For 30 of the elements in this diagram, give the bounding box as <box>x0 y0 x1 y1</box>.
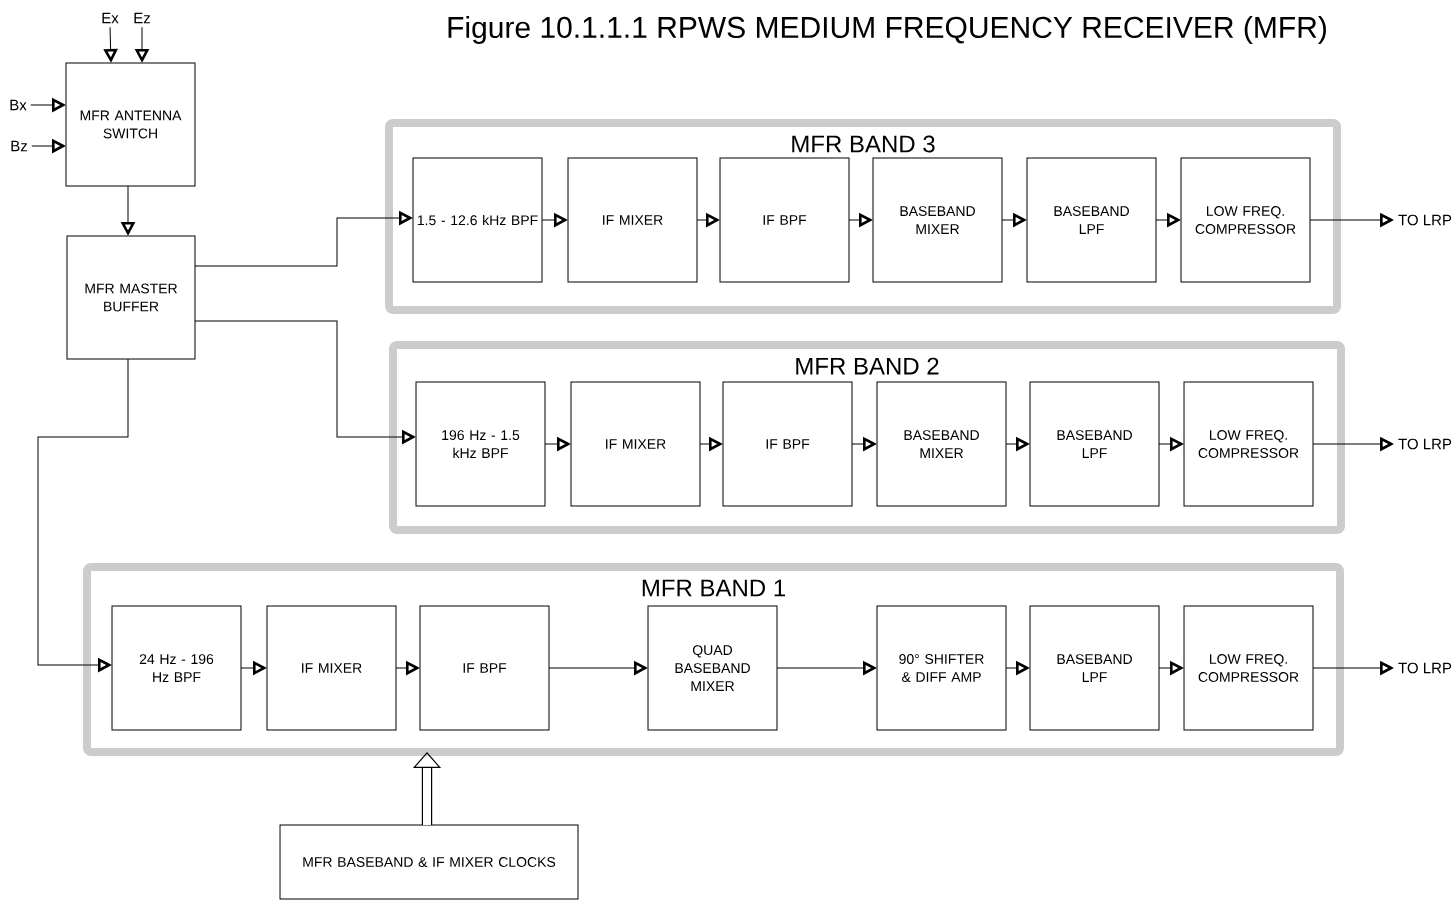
signal-label: Ex <box>102 12 119 24</box>
block-box: QUAD BASEBAND MIXER <box>647 605 778 731</box>
block-box: BASEBAND LPF <box>1029 605 1160 731</box>
block-box: BASEBAND LPF <box>1029 381 1160 507</box>
signal-label: Bx <box>10 99 27 111</box>
block-box: 1.5 - 12.6 kHz BPF <box>412 157 543 283</box>
block-box: IF MIXER <box>266 605 397 731</box>
signal-label: Ez <box>134 12 150 24</box>
block-box: IF MIXER <box>570 381 701 507</box>
block-box: LOW FREQ. COMPRESSOR <box>1183 381 1314 507</box>
block-box: MFR ANTENNA SWITCH <box>65 62 196 187</box>
block-box: 90° SHIFTER & DIFF AMP <box>876 605 1007 731</box>
block-box: 196 Hz - 1.5 kHz BPF <box>415 381 546 507</box>
signal-label: TO LRP <box>1398 662 1452 674</box>
block-box: BASEBAND MIXER <box>872 157 1003 283</box>
block-box: IF BPF <box>722 381 853 507</box>
signal-label: TO LRP <box>1398 438 1452 450</box>
block-box: IF BPF <box>419 605 550 731</box>
block-box: MFR BASEBAND & IF MIXER CLOCKS <box>279 824 579 900</box>
block-box: MFR MASTER BUFFER <box>66 235 196 360</box>
block-box: IF MIXER <box>567 157 698 283</box>
block-box: LOW FREQ. COMPRESSOR <box>1183 605 1314 731</box>
block-box: IF BPF <box>719 157 850 283</box>
block-box: 24 Hz - 196 Hz BPF <box>111 605 242 731</box>
block-box: LOW FREQ. COMPRESSOR <box>1180 157 1311 283</box>
figure-title: Figure 10.1.1.1 RPWS MEDIUM FREQUENCY RECEIVER (MFR) <box>448 16 1326 44</box>
block-box: BASEBAND LPF <box>1026 157 1157 283</box>
signal-label: Bz <box>11 140 27 152</box>
block-box: BASEBAND MIXER <box>876 381 1007 507</box>
signal-label: TO LRP <box>1398 214 1452 226</box>
